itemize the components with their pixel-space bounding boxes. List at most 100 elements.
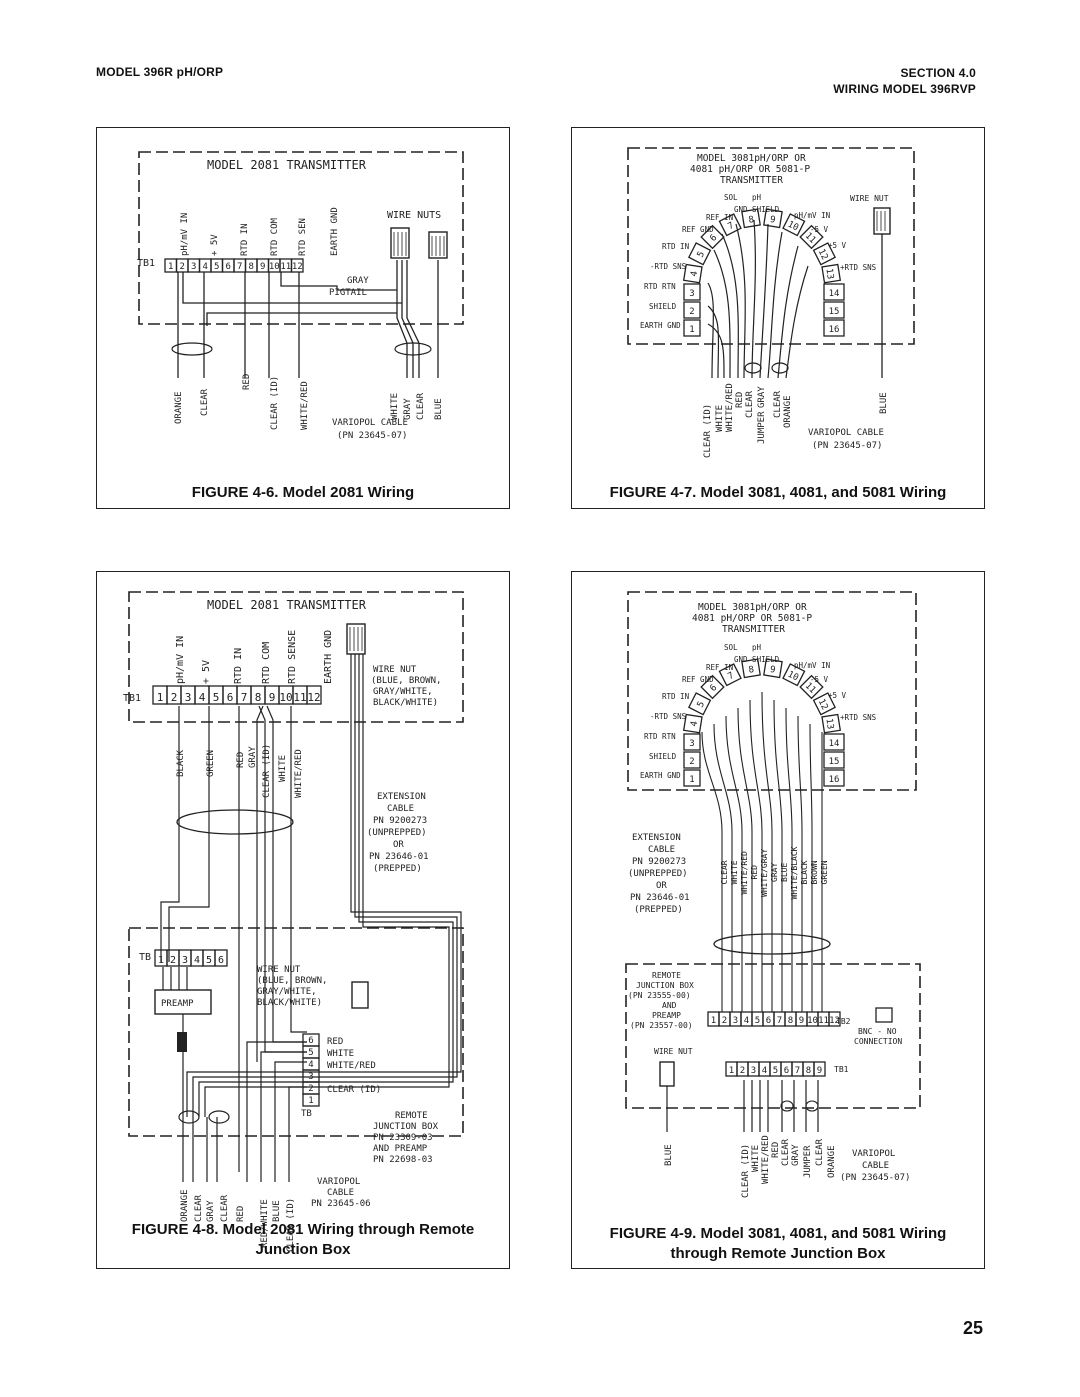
- svg-text:12: 12: [829, 1016, 840, 1026]
- svg-text:MODEL 2081 TRANSMITTER: MODEL 2081 TRANSMITTER: [207, 598, 367, 612]
- svg-text:CABLE: CABLE: [648, 845, 675, 855]
- svg-text:WIRE NUT: WIRE NUT: [654, 1047, 693, 1056]
- svg-text:7: 7: [726, 221, 735, 232]
- svg-text:-RTD SNS: -RTD SNS: [650, 262, 687, 271]
- svg-text:11: 11: [293, 691, 306, 704]
- svg-text:RED: RED: [236, 752, 246, 768]
- svg-text:CONNECTION: CONNECTION: [854, 1037, 902, 1046]
- horseshoe-terminal: [741, 658, 761, 679]
- svg-text:WHITE: WHITE: [327, 1049, 354, 1059]
- svg-text:9: 9: [269, 691, 276, 704]
- svg-text:PN 23646-01: PN 23646-01: [369, 852, 429, 862]
- svg-text:TB: TB: [301, 1109, 312, 1119]
- svg-text:15: 15: [829, 307, 840, 317]
- svg-text:CLEAR: CLEAR: [781, 1138, 791, 1166]
- svg-text:RTD COM: RTD COM: [261, 642, 272, 684]
- svg-text:15: 15: [829, 757, 840, 767]
- svg-text:2: 2: [722, 1016, 727, 1026]
- wire-nut-icon: [390, 227, 410, 259]
- svg-text:4: 4: [203, 262, 208, 272]
- svg-text:WHITE/RED: WHITE/RED: [761, 1135, 771, 1184]
- svg-text:CLEAR (ID): CLEAR (ID): [262, 744, 272, 798]
- svg-text:OR: OR: [393, 840, 404, 850]
- horseshoe-terminal: [799, 674, 824, 700]
- wire-nut-icon: [351, 981, 369, 1009]
- svg-text:SHIELD: SHIELD: [649, 302, 677, 311]
- svg-text:3: 3: [182, 955, 188, 966]
- svg-text:PN 23645-06: PN 23645-06: [311, 1199, 371, 1209]
- svg-text:PN 9200273: PN 9200273: [373, 816, 427, 826]
- svg-text:WIRE NUT: WIRE NUT: [373, 665, 417, 675]
- svg-text:EARTH GND: EARTH GND: [640, 321, 681, 330]
- svg-text:5: 5: [308, 1048, 313, 1058]
- svg-text:AND PREAMP: AND PREAMP: [373, 1144, 428, 1154]
- svg-text:REF GND: REF GND: [682, 225, 714, 234]
- svg-text:1: 1: [689, 325, 694, 335]
- svg-text:VARIOPOL CABLE: VARIOPOL CABLE: [332, 418, 408, 428]
- svg-text:RED: RED: [242, 374, 252, 390]
- svg-text:6: 6: [226, 262, 231, 272]
- svg-text:1: 1: [711, 1016, 716, 1026]
- svg-text:6: 6: [708, 233, 719, 244]
- svg-text:TRANSMITTER: TRANSMITTER: [720, 175, 783, 186]
- svg-text:CLEAR: CLEAR: [773, 390, 783, 418]
- svg-text:GRAY: GRAY: [791, 1144, 801, 1166]
- svg-text:CLEAR: CLEAR: [815, 1138, 825, 1166]
- svg-text:ORANGE: ORANGE: [827, 1145, 837, 1178]
- figure-4-7: MODEL 3081pH/ORP OR 4081 pH/ORP OR 5081-…: [571, 127, 985, 509]
- svg-text:(PN 23645-07): (PN 23645-07): [812, 441, 882, 451]
- svg-text:5: 5: [696, 250, 707, 259]
- svg-text:7: 7: [795, 1066, 800, 1076]
- svg-text:9: 9: [260, 262, 265, 272]
- svg-text:EARTH GND: EARTH GND: [640, 771, 681, 780]
- header-section: SECTION 4.0 WIRING MODEL 396RVP: [833, 65, 976, 97]
- svg-text:PN 23646-01: PN 23646-01: [630, 893, 690, 903]
- svg-text:1: 1: [158, 955, 164, 966]
- svg-text:WHITE: WHITE: [715, 405, 725, 432]
- svg-text:12: 12: [292, 262, 303, 272]
- svg-text:GRAY/WHITE,: GRAY/WHITE,: [257, 987, 317, 997]
- svg-text:WHITE/RED: WHITE/RED: [300, 381, 310, 430]
- svg-text:-5 V: -5 V: [810, 675, 829, 684]
- svg-text:REF IN: REF IN: [706, 213, 733, 222]
- horseshoe-terminal: [821, 263, 842, 284]
- svg-text:+ 5V: + 5V: [210, 234, 220, 256]
- svg-text:1: 1: [308, 1096, 313, 1106]
- svg-text:(PN 23645-07): (PN 23645-07): [337, 431, 407, 441]
- svg-text:7: 7: [237, 262, 242, 272]
- svg-text:PREAMP: PREAMP: [161, 999, 194, 1009]
- svg-text:6: 6: [784, 1066, 789, 1076]
- extension-wire-label: WHITE/RED: [740, 851, 749, 895]
- svg-text:4081 pH/ORP OR 5081-P: 4081 pH/ORP OR 5081-P: [692, 613, 812, 624]
- svg-text:TB1: TB1: [137, 258, 155, 269]
- svg-text:2: 2: [740, 1066, 745, 1076]
- horseshoe-terminal: [687, 692, 712, 716]
- horseshoe-terminal: [782, 663, 806, 687]
- svg-text:2: 2: [180, 262, 185, 272]
- svg-text:4: 4: [689, 720, 700, 727]
- svg-text:ORANGE: ORANGE: [783, 395, 793, 428]
- horseshoe-terminal: [823, 283, 845, 301]
- svg-text:(PN 23557-00): (PN 23557-00): [630, 1021, 693, 1030]
- svg-text:5: 5: [206, 955, 212, 966]
- horseshoe-terminal: [683, 769, 701, 787]
- figure-4-7-diagram: MODEL 3081pH/ORP OR 4081 pH/ORP OR 5081-…: [627, 147, 915, 458]
- svg-text:10: 10: [786, 670, 800, 684]
- tb-terminal: [302, 1093, 320, 1107]
- svg-text:VARIOPOL: VARIOPOL: [852, 1149, 895, 1159]
- svg-text:13: 13: [823, 718, 835, 730]
- svg-text:MODEL 3081pH/ORP OR: MODEL 3081pH/ORP OR: [697, 153, 806, 164]
- svg-text:RTD IN: RTD IN: [662, 692, 689, 701]
- svg-text:EXTENSION: EXTENSION: [632, 833, 681, 843]
- figure-4-9: MODEL 3081pH/ORP OR 4081 pH/ORP OR 5081-…: [571, 571, 985, 1269]
- svg-text:WHITE/RED: WHITE/RED: [725, 383, 735, 432]
- svg-text:EARTH GND: EARTH GND: [323, 630, 334, 684]
- tb1-terminal: [306, 685, 322, 705]
- svg-text:3: 3: [689, 739, 694, 749]
- svg-text:GRAY: GRAY: [206, 1200, 216, 1222]
- svg-text:(UNPREPPED): (UNPREPPED): [367, 828, 427, 838]
- svg-text:BLACK/WHITE): BLACK/WHITE): [257, 998, 322, 1008]
- svg-text:12: 12: [816, 248, 830, 262]
- svg-text:ORANGE: ORANGE: [180, 1189, 190, 1222]
